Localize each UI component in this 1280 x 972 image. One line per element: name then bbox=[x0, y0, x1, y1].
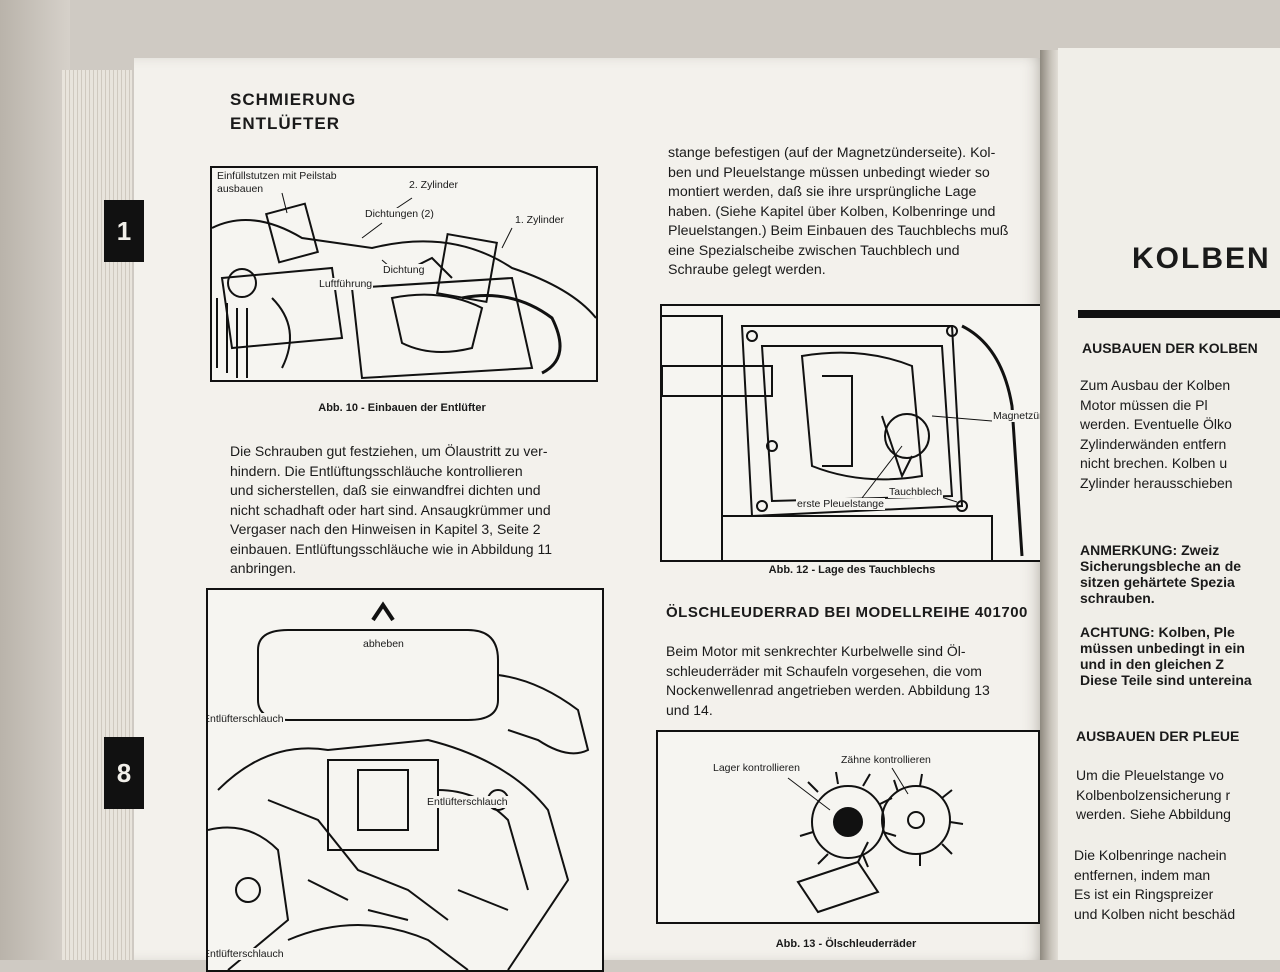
right-paragraph: stange befestigen (auf der Magnetzünders… bbox=[668, 144, 1048, 281]
left-paragraph: Die Schrauben gut festziehen, um Ölaustr… bbox=[230, 442, 592, 579]
rod-text: Um die Pleuelstange vo Kolbenbolzensiche… bbox=[1076, 766, 1280, 825]
figure-12-caption: Abb. 12 - Lage des Tauchblechs bbox=[768, 564, 936, 576]
text-line: Schraube gelegt werden. bbox=[668, 262, 826, 278]
fig12-label-magneto-side: Magnetzünderseite bbox=[992, 410, 1046, 422]
fig10-label-gasket: Dichtung bbox=[382, 264, 426, 276]
section-heading: SCHMIERUNG ENTLÜFTER bbox=[230, 88, 356, 136]
text-line: Diese Teile sind untereina bbox=[1080, 672, 1252, 688]
text-line: eine Spezialscheibe zwischen Tauchblech … bbox=[668, 242, 960, 259]
fig13-label-teeth: Zähne kontrollieren bbox=[840, 754, 932, 766]
text-line: Motor müssen die Pl bbox=[1080, 396, 1208, 413]
text-line: und sicherstellen, daß sie einwandfrei d… bbox=[230, 482, 541, 498]
figure-13-oil-slingers: Zähne kontrollieren Lager kontrollieren bbox=[656, 730, 1040, 924]
text-line: müssen unbedingt in ein bbox=[1080, 640, 1245, 656]
text-line: Sicherungsbleche an de bbox=[1080, 558, 1242, 574]
right-page: KOLBEN AUSBAUEN DER KOLBEN Zum Ausbau de… bbox=[1058, 48, 1280, 960]
text-line: entfernen, indem man bbox=[1074, 866, 1211, 883]
text-line: werden. Siehe Abbildung bbox=[1076, 806, 1231, 822]
text-line: nicht schadhaft oder hart sind. Ansaugkr… bbox=[230, 501, 551, 518]
oil-slinger-paragraph: Beim Motor mit senkrechter Kurbelwelle s… bbox=[666, 642, 1046, 720]
chapter-tab-top: 1 bbox=[104, 200, 144, 262]
text-line: Die Kolbenringe nachein bbox=[1074, 847, 1227, 863]
text-line: werden. Eventuelle Ölko bbox=[1080, 416, 1232, 432]
text-line: hindern. Die Entlüftungsschläuche kontro… bbox=[230, 462, 523, 479]
note-block: ANMERKUNG: Zweiz Sicherungsbleche an de … bbox=[1080, 542, 1280, 606]
fig12-label-first-rod: erste Pleuelstange bbox=[796, 498, 885, 510]
text-line: Es ist ein Ringspreizer bbox=[1074, 886, 1214, 902]
figure-12-baffle-position: Magnetzünderseite Tauchblech erste Pleue… bbox=[660, 304, 1048, 562]
fig10-label-remove: ausbauen bbox=[216, 183, 265, 195]
fig10-label-cyl1: 1. Zylinder bbox=[514, 214, 566, 226]
text-line: und in den gleichen Z bbox=[1080, 656, 1224, 672]
text-line: anbringen. bbox=[230, 560, 297, 576]
book-background bbox=[0, 0, 70, 960]
text-line: nicht brechen. Kolben u bbox=[1080, 455, 1228, 471]
section-removing-pistons: AUSBAUEN DER KOLBEN bbox=[1082, 340, 1258, 356]
crankcase-drawing bbox=[662, 315, 1024, 560]
text-line: Pleuelstangen.) Beim Einbauen des Tauchb… bbox=[668, 223, 1009, 239]
text-line: haben. (Siehe Kapitel über Kolben, Kolbe… bbox=[668, 203, 996, 220]
oil-slinger-drawing bbox=[787, 767, 964, 914]
fig10-label-filler: Einfüllstutzen mit Peilstab bbox=[216, 170, 338, 182]
chapter-tab-bottom-label: 8 bbox=[116, 757, 132, 788]
chapter-tab-bottom: 8 bbox=[104, 737, 144, 809]
text-line: Nockenwellenrad angetrieben werden. Abbi… bbox=[666, 682, 990, 698]
text-line: Die Schrauben gut festziehen, um Ölaustr… bbox=[230, 443, 548, 459]
figure-10-caption: Abb. 10 - Einbauen der Entlüfter bbox=[318, 402, 486, 414]
text-line: einbauen. Entlüftungsschläuche wie in Ab… bbox=[230, 540, 552, 557]
text-line: und Kolben nicht beschäd bbox=[1074, 905, 1236, 922]
text-line: schleuderräder mit Schaufeln vorgesehen,… bbox=[666, 662, 982, 679]
engine-hose-drawing bbox=[208, 601, 590, 970]
warning-block: ACHTUNG: Kolben, Ple müssen unbedingt in… bbox=[1080, 624, 1280, 688]
pistons-text: Zum Ausbau der Kolben Motor müssen die P… bbox=[1080, 376, 1280, 493]
rings-text: Die Kolbenringe nachein entfernen, indem… bbox=[1074, 846, 1280, 924]
fig11-label-hose-3: Entlüfterschlauch bbox=[208, 948, 285, 960]
fig11-label-hose-2: Entlüfterschlauch bbox=[426, 796, 509, 808]
text-line: Zylinder herausschieben bbox=[1080, 474, 1233, 491]
text-line: Zylinderwänden entfern bbox=[1080, 435, 1227, 452]
left-page: SCHMIERUNG ENTLÜFTER Einfül bbox=[134, 58, 1048, 972]
engine-breather-drawing bbox=[212, 192, 596, 380]
text-line: montiert werden, daß sie ihre ursprüngli… bbox=[668, 184, 977, 200]
fig12-label-baffle: Tauchblech bbox=[888, 486, 944, 498]
text-line: Um die Pleuelstange vo bbox=[1076, 767, 1224, 783]
book-gutter bbox=[1040, 50, 1062, 960]
text-line: Zum Ausbau der Kolben bbox=[1080, 377, 1231, 393]
fig13-label-bearing: Lager kontrollieren bbox=[712, 762, 801, 774]
text-line: ACHTUNG: Kolben, Ple bbox=[1080, 624, 1235, 640]
fig11-label-lift: abheben bbox=[362, 638, 405, 650]
text-line: Kolbenbolzensicherung r bbox=[1076, 786, 1231, 803]
fig10-label-air-guide: Luftführung bbox=[318, 278, 374, 290]
text-line: sitzen gehärtete Spezia bbox=[1080, 574, 1235, 590]
fig10-label-gaskets: Dichtungen (2) bbox=[364, 208, 435, 220]
heading-line-1: SCHMIERUNG bbox=[230, 90, 357, 109]
chapter-tab-top-label: 1 bbox=[116, 215, 132, 246]
oil-slinger-subheading: ÖLSCHLEUDERRAD BEI MODELLREIHE 401700 bbox=[666, 604, 1028, 621]
text-line: ben und Pleuelstange müssen unbedingt wi… bbox=[668, 164, 990, 181]
text-line: ANMERKUNG: Zweiz bbox=[1080, 542, 1220, 558]
text-line: Vergaser nach den Hinweisen in Kapitel 3… bbox=[230, 521, 541, 537]
section-removing-rod: AUSBAUEN DER PLEUE bbox=[1076, 728, 1240, 744]
figure-11-breather-hoses: abheben Entlüfterschlauch Entlüfterschla… bbox=[206, 588, 604, 972]
text-line: Beim Motor mit senkrechter Kurbelwelle s… bbox=[666, 643, 966, 659]
figure-13-caption: Abb. 13 - Ölschleuderräder bbox=[775, 938, 917, 950]
fig11-label-hose-1: Entlüfterschlauch bbox=[208, 713, 285, 725]
title-rule bbox=[1078, 310, 1280, 318]
text-line: stange befestigen (auf der Magnetzünders… bbox=[668, 145, 996, 161]
text-line: und 14. bbox=[666, 701, 713, 718]
heading-line-2: ENTLÜFTER bbox=[230, 114, 341, 133]
fig10-label-cyl2: 2. Zylinder bbox=[408, 179, 460, 191]
text-line: schrauben. bbox=[1080, 590, 1155, 606]
figure-10-breather-install: Einfüllstutzen mit Peilstab ausbauen 2. … bbox=[210, 166, 598, 382]
next-page-title: KOLBEN bbox=[1132, 242, 1271, 275]
